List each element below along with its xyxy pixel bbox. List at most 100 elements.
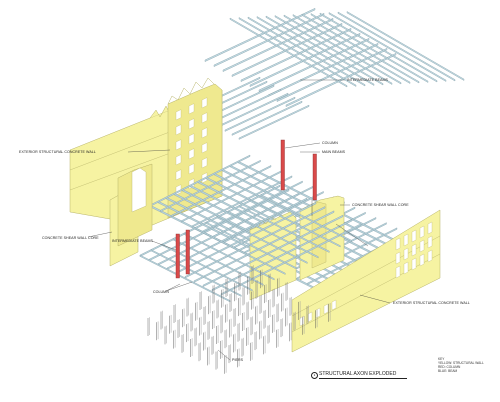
label-column-top: COLUMN (322, 141, 338, 145)
tower-window (201, 157, 208, 169)
right-wall-window (427, 249, 433, 263)
right-wall-window (419, 253, 425, 267)
upper-crossbeam (301, 13, 420, 84)
right-wall-window (427, 221, 433, 235)
tower-window (201, 127, 208, 139)
upper-crossbeam (328, 12, 447, 82)
column-upper-right (312, 153, 317, 201)
lower-crossbeam (205, 221, 297, 270)
right-wall-window (395, 265, 401, 279)
right-wall-window (403, 247, 409, 261)
tower-window (201, 97, 208, 109)
tower-window (188, 163, 195, 175)
label-shear-wall-core-right: CONCRETE SHEAR WALL CORE (352, 203, 409, 207)
right-wall-window (411, 243, 417, 257)
key-line-beam: BLUE: BEAM (438, 369, 458, 373)
lower-crossbeam (216, 216, 308, 264)
right-wall-window-lower (323, 303, 329, 315)
upper-beam (204, 7, 316, 62)
columns (175, 139, 317, 279)
tower-window (175, 139, 182, 151)
lower-crossbeam (150, 249, 242, 297)
upper-beam (213, 12, 325, 67)
lower-beam (202, 214, 344, 287)
lower-crossbeam (238, 205, 330, 253)
label-exterior-wall-right: EXTERIOR STRUCTURAL CONCRETE WALL (393, 301, 470, 305)
lower-crossbeam (249, 199, 341, 248)
column-lower-left (175, 233, 180, 279)
exterior-wall-right (291, 209, 441, 353)
key-line-wall: YELLOW: STRUCTURAL WALL (438, 361, 484, 365)
lower-crossbeam (139, 254, 231, 303)
piers (147, 265, 331, 374)
tower-window (201, 142, 208, 154)
upper-crossbeam (229, 17, 348, 88)
right-wall-window (411, 257, 417, 271)
upper-crossbeam (292, 14, 411, 84)
upper-crossbeam (274, 15, 393, 85)
upper-crossbeam (319, 12, 438, 83)
shear-wall-core-left (109, 163, 153, 267)
drawing-title-text: STRUCTURAL AXON EXPLODED (319, 371, 397, 377)
upper-crossbeam (247, 16, 366, 87)
key-title: KEY (438, 357, 445, 361)
upper-intermediate-beams (189, 7, 465, 140)
drawing-title-rule (319, 377, 407, 379)
label-shear-wall-core-left: CONCRETE SHEAR WALL CORE (42, 236, 99, 240)
right-wall-window (395, 251, 401, 265)
right-wall-window-lower (331, 299, 337, 311)
upper-crossbeam (310, 13, 429, 83)
upper-crossbeam (346, 11, 465, 81)
drawing-number: 1 (311, 372, 318, 379)
key-line-column: RED: COLUMN (438, 365, 461, 369)
upper-beam (222, 17, 334, 72)
main-beam-transverse (191, 175, 293, 228)
upper-beam-short (238, 104, 310, 140)
tower-window (188, 148, 195, 160)
upper-crossbeam (337, 11, 456, 82)
upper-crossbeam (238, 17, 357, 87)
lower-crossbeam (227, 210, 319, 259)
tower-window (175, 154, 182, 166)
main-beam-transverse (170, 165, 272, 218)
tower-window (188, 133, 195, 145)
label-exterior-wall-left: EXTERIOR STRUCTURAL CONCRETE WALL (19, 150, 96, 154)
tower-window (175, 169, 182, 181)
lower-beam (220, 223, 362, 296)
tower-window (175, 124, 182, 136)
label-column-bottom: COLUMN (153, 290, 169, 294)
drawing-title: 1 STRUCTURAL AXON EXPLODED (311, 371, 407, 381)
right-wall-window (403, 261, 409, 275)
upper-beam-short (224, 96, 296, 132)
right-wall-window (403, 233, 409, 247)
right-wall-window (395, 237, 401, 251)
label-intermediate-beams-mid: INTERMEDIATE BEAMS (112, 239, 153, 243)
tower-window (188, 103, 195, 115)
lower-beam (211, 219, 353, 292)
upper-beam (231, 22, 343, 77)
tower-window (188, 118, 195, 130)
label-piers: PIERS (232, 358, 244, 362)
upper-crossbeam (265, 15, 384, 86)
upper-beam-short (217, 92, 289, 128)
column-lower-right (185, 229, 190, 275)
upper-crossbeam (256, 16, 375, 86)
tower-window (175, 109, 182, 121)
upper-crossbeam (283, 14, 402, 85)
label-main-beams: MAIN BEAMS (322, 150, 346, 154)
right-wall-window-lower (307, 311, 313, 323)
legend-key: KEY YELLOW: STRUCTURAL WALL RED: COLUMN … (438, 357, 484, 373)
right-wall-window (419, 239, 425, 253)
main-beam-transverse (160, 159, 261, 212)
column-upper-left (280, 139, 285, 191)
upper-beam-short (231, 100, 303, 136)
lower-crossbeam (183, 232, 275, 281)
right-wall-window (411, 229, 417, 243)
right-wall-window (419, 225, 425, 239)
lower-beam (193, 210, 335, 283)
lower-crossbeam (194, 227, 286, 275)
lower-crossbeam (260, 194, 352, 242)
label-intermediate-beams-top: INTERMEDIATE BEAMS (347, 78, 388, 82)
tower-wall (167, 77, 223, 219)
